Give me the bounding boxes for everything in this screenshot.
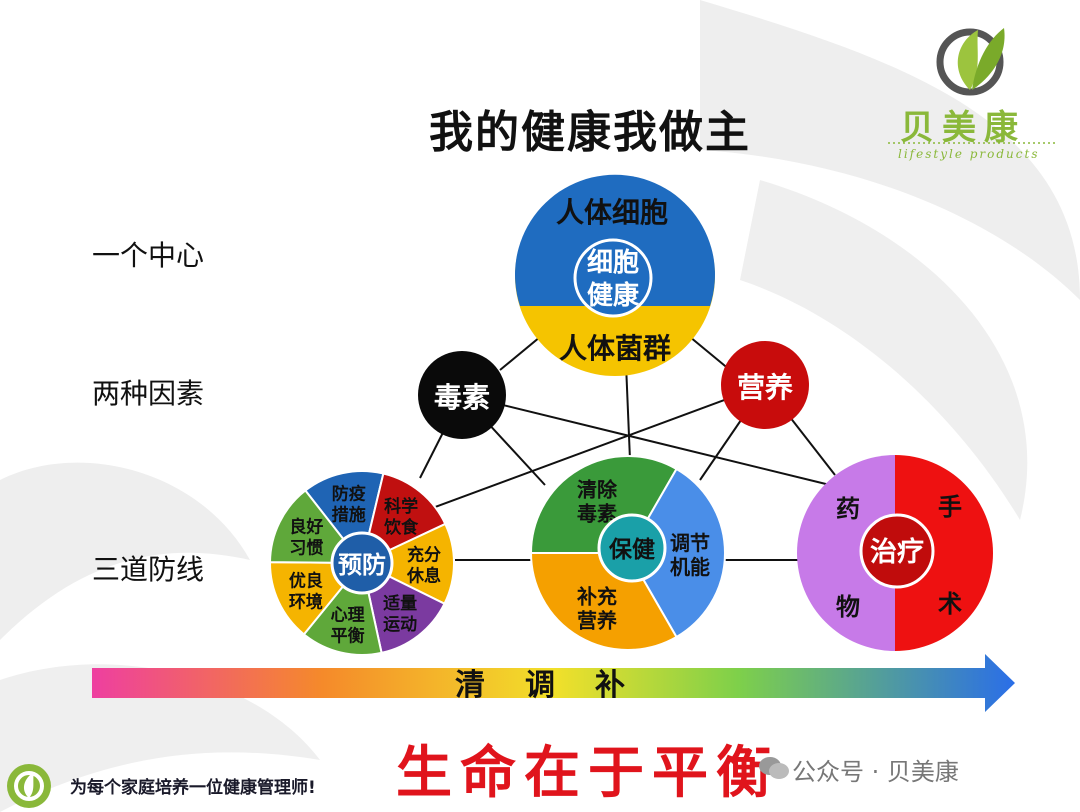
- prevention-segment-label: 运动: [383, 615, 417, 635]
- care-label: 保健: [608, 536, 655, 563]
- center-inner-line2: 健康: [587, 280, 640, 311]
- footer-logo-icon: [7, 764, 51, 808]
- row-label-defenses: 三道防线: [92, 553, 205, 586]
- prevention-pie: 防疫措施科学饮食充分休息适量运动心理平衡 优良环境 良好习惯: [268, 470, 455, 656]
- treatment-left-bottom: 物: [836, 593, 860, 621]
- wechat-account: 公众号 · 贝美康: [792, 758, 959, 786]
- arrow-word-supplement: 补: [595, 668, 627, 703]
- arrow-words: 清调补: [455, 660, 665, 704]
- nutrition-label: 营养: [737, 371, 793, 404]
- treatment-left-top: 药: [836, 495, 860, 523]
- center-bottom-label: 人体菌群: [559, 332, 671, 365]
- toxin-circle: [418, 351, 506, 439]
- care-segment-label: 清除: [577, 477, 618, 501]
- prevention-segment-label: 饮食: [383, 517, 419, 538]
- prevention-label: 预防: [338, 551, 386, 579]
- brand-divider: [888, 142, 1058, 144]
- prevention-center: [330, 531, 394, 595]
- center-circle: [515, 174, 716, 376]
- arrow-word-regulate: 调: [525, 668, 557, 703]
- treatment-label: 治疗: [870, 536, 924, 568]
- prevention-segment-label: 充分: [407, 545, 441, 566]
- brand-name: 贝美康: [900, 108, 1026, 148]
- prevention-segment: [359, 522, 455, 606]
- wechat-icon: [759, 757, 789, 779]
- nutrition-circle: [721, 341, 809, 429]
- care-center: [597, 513, 667, 583]
- care-segment-label: 补充: [576, 585, 617, 609]
- care-segment: [626, 467, 726, 639]
- prevention-segment-label: 防疫: [332, 483, 366, 504]
- prevention-segment-label: 环境: [289, 591, 323, 612]
- row-label-center: 一个中心: [92, 239, 205, 272]
- treatment-right-top: 手: [938, 493, 962, 521]
- balance-arrow: [92, 654, 1015, 712]
- prevention-segment-label: 措施: [332, 504, 366, 525]
- arrow-word-clear: 清: [455, 668, 487, 703]
- logo-leaf-icon: [936, 28, 1005, 96]
- prevention-segment-label: 优良: [289, 570, 323, 591]
- care-segment-label: 调节: [670, 531, 710, 555]
- center-inner-line1: 细胞: [587, 247, 639, 278]
- care-segment-label: 机能: [670, 555, 710, 579]
- prevention-segment-label: 科学: [384, 496, 418, 517]
- page-title: 我的健康我做主: [429, 107, 751, 158]
- treatment-circle: [797, 455, 993, 651]
- row-label-factors: 两种因素: [92, 377, 205, 410]
- motto: 生命在于平衡: [396, 740, 780, 806]
- prevention-segment-label: 休息: [406, 566, 441, 587]
- care-segment-label: 营养: [577, 609, 617, 633]
- prevention-segment-label: 心理: [331, 605, 365, 625]
- prevention-segment-label: 习惯: [289, 538, 323, 559]
- brand-tagline: lifestyle products: [898, 147, 1040, 161]
- treatment-right-bottom: 术: [938, 590, 962, 618]
- prevention-segment-label: 适量: [383, 593, 417, 614]
- prevention-segment-label: 平衡: [331, 625, 365, 646]
- toxin-label: 毒素: [434, 381, 490, 414]
- prevention-segment-label: 良好: [289, 517, 323, 538]
- footer-slogan: 为每个家庭培养一位健康管理师!: [70, 778, 316, 798]
- center-outer-label: 人体细胞: [556, 196, 668, 229]
